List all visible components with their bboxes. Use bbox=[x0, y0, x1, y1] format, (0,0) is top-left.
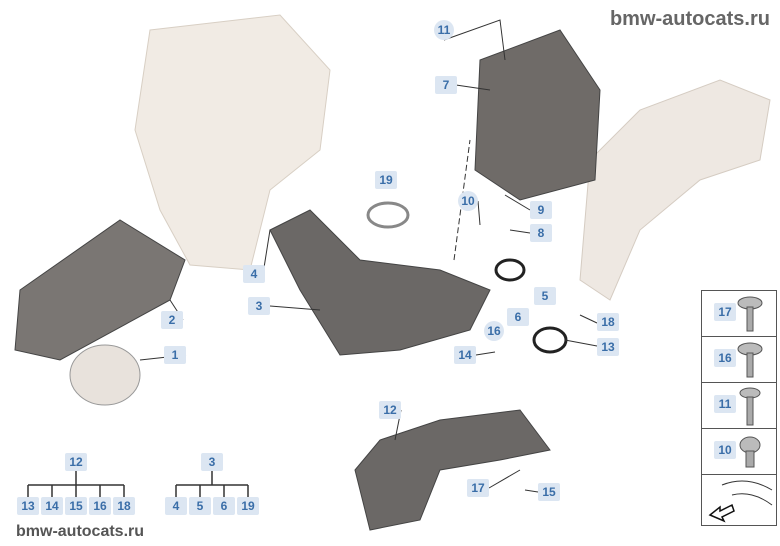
callout-18[interactable]: 18 bbox=[597, 313, 619, 331]
vehicle-front-arrow-icon bbox=[708, 480, 773, 523]
fastener-panel: 17 16 11 10 bbox=[701, 290, 777, 526]
watermark-bottom: bmw-autocats.ru bbox=[16, 523, 145, 540]
panel-label: 17 bbox=[714, 303, 736, 321]
callout-14[interactable]: 14 bbox=[454, 346, 476, 364]
tree-3-child[interactable]: 5 bbox=[189, 497, 211, 515]
callout-13[interactable]: 13 bbox=[597, 338, 619, 356]
callout-3[interactable]: 3 bbox=[248, 297, 270, 315]
tree-12-parent[interactable]: 12 bbox=[65, 453, 87, 471]
callout-7[interactable]: 7 bbox=[435, 76, 457, 94]
panel-row-vehicle[interactable] bbox=[702, 475, 776, 525]
callout-2[interactable]: 2 bbox=[161, 311, 183, 329]
callout-8[interactable]: 8 bbox=[530, 224, 552, 242]
callout-15[interactable]: 15 bbox=[538, 483, 560, 501]
turbocharger bbox=[579, 79, 771, 301]
charge-pipe bbox=[354, 409, 551, 531]
panel-row-10[interactable]: 10 bbox=[702, 429, 776, 475]
tree-lines bbox=[27, 471, 249, 497]
intake-duct bbox=[14, 219, 186, 361]
panel-label: 16 bbox=[714, 349, 736, 367]
screw-icon bbox=[739, 436, 761, 468]
tree-3-child[interactable]: 6 bbox=[213, 497, 235, 515]
callout-19[interactable]: 19 bbox=[375, 171, 397, 189]
tree-12-child[interactable]: 14 bbox=[41, 497, 63, 515]
tree-12-child[interactable]: 18 bbox=[113, 497, 135, 515]
watermark: bmw-autocats.ru bbox=[609, 8, 770, 30]
callout-12[interactable]: 12 bbox=[379, 401, 401, 419]
tree-3-parent[interactable]: 3 bbox=[201, 453, 223, 471]
air-filter-housing bbox=[134, 14, 331, 271]
callout-11[interactable]: 11 bbox=[434, 20, 454, 40]
tree-3-child[interactable]: 19 bbox=[237, 497, 259, 515]
callout-1[interactable]: 1 bbox=[164, 346, 186, 364]
callout-10[interactable]: 10 bbox=[458, 191, 478, 211]
panel-label: 11 bbox=[714, 395, 736, 413]
callout-17[interactable]: 17 bbox=[467, 479, 489, 497]
screw-icon bbox=[737, 342, 763, 378]
screw-icon bbox=[739, 387, 761, 426]
panel-label: 10 bbox=[714, 441, 736, 459]
intake-hose bbox=[269, 209, 491, 356]
tree-12-child[interactable]: 16 bbox=[89, 497, 111, 515]
panel-row-16[interactable]: 16 bbox=[702, 337, 776, 383]
callout-5[interactable]: 5 bbox=[534, 287, 556, 305]
callout-4[interactable]: 4 bbox=[243, 265, 265, 283]
panel-row-11[interactable]: 11 bbox=[702, 383, 776, 429]
grille bbox=[69, 344, 141, 406]
screw-icon bbox=[737, 296, 763, 332]
callout-9[interactable]: 9 bbox=[530, 201, 552, 219]
callout-16[interactable]: 16 bbox=[484, 321, 504, 341]
seal-ring-13 bbox=[532, 326, 568, 354]
panel-row-17[interactable]: 17 bbox=[702, 291, 776, 337]
clamp bbox=[366, 201, 410, 229]
seal-ring-6 bbox=[494, 258, 526, 282]
tree-12-child[interactable]: 13 bbox=[17, 497, 39, 515]
tree-3-child[interactable]: 4 bbox=[165, 497, 187, 515]
tree-12-child[interactable]: 15 bbox=[65, 497, 87, 515]
callout-6[interactable]: 6 bbox=[507, 308, 529, 326]
resonator bbox=[474, 29, 601, 201]
